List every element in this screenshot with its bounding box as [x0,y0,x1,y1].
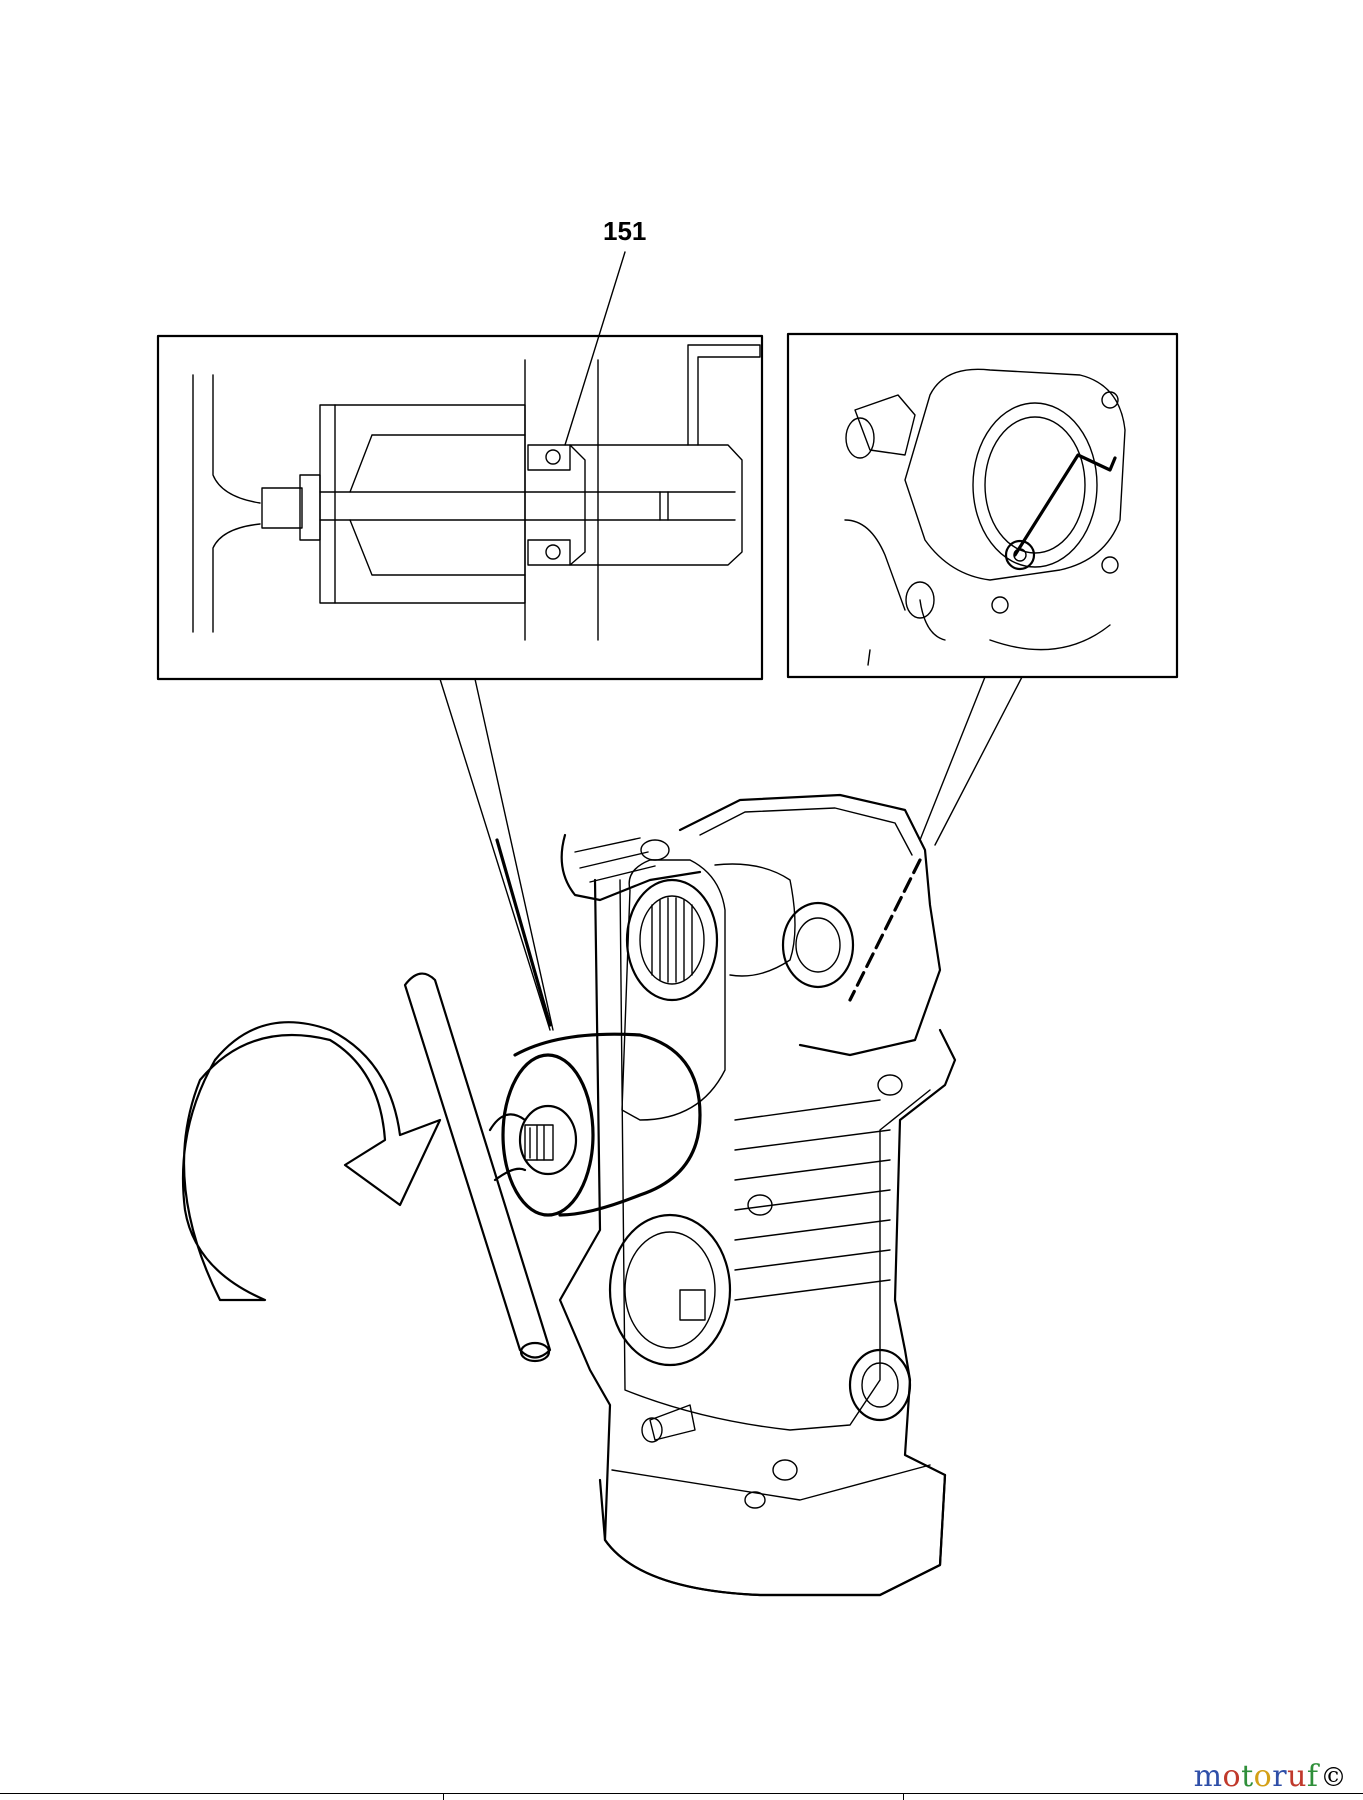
watermark-letter: u [1287,1759,1307,1794]
watermark-logo: motoruf© [1194,1759,1347,1794]
detail-box-press-tool [156,334,764,681]
watermark-letter: t [1241,1759,1254,1794]
watermark-letter: o [1253,1759,1273,1794]
watermark-letter: m [1193,1759,1223,1794]
watermark-letter: f [1306,1759,1319,1794]
footer-tick [903,1794,904,1800]
watermark-letter: r [1272,1759,1288,1794]
copyright-symbol: © [1320,1763,1347,1793]
callout-label-151: 151 [603,216,646,246]
gearbox-housing [558,793,957,1597]
press-tool-cup [501,1032,702,1217]
leader-wedge-left [495,838,552,1027]
rotation-arrow [181,1021,442,1302]
detail-box-housing-view [786,332,1179,679]
watermark-letter: o [1222,1759,1242,1794]
footer-tick [443,1794,444,1800]
callout-leader-151 [564,251,626,446]
hex-key-handle [403,972,552,1363]
leader-line-right-box [919,676,1023,846]
leader-wedge-right [848,858,922,1002]
leader-line-left-box [439,678,554,1031]
footer-rule [0,1793,1363,1800]
